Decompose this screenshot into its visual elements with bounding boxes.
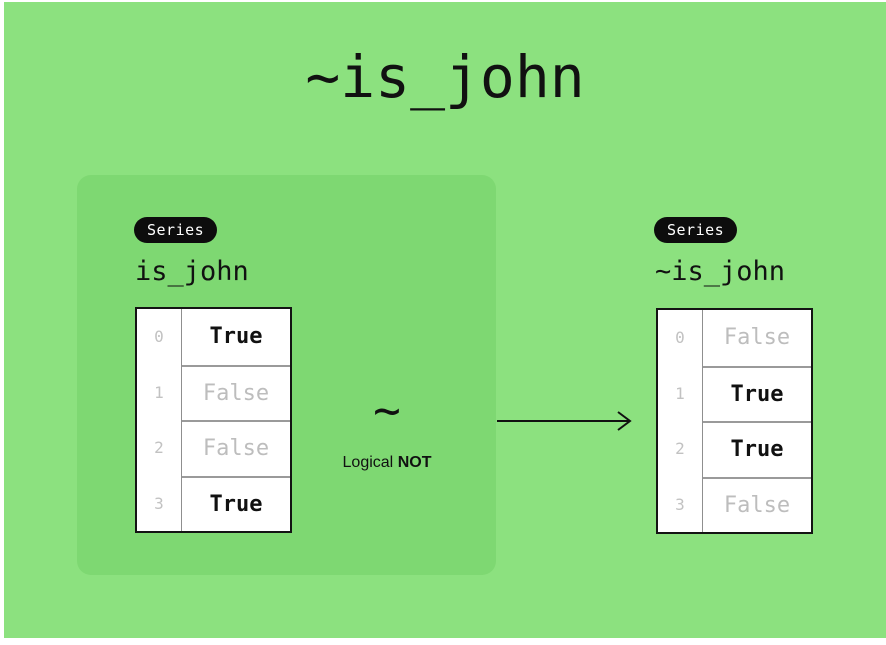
table-row: 1 False: [137, 364, 290, 421]
row-index: 3: [137, 475, 182, 531]
row-value: False: [182, 364, 290, 421]
flow-arrow-icon: [497, 411, 632, 431]
row-index: 1: [137, 364, 182, 420]
table-row: 2 False: [137, 420, 290, 476]
row-value: False: [723, 325, 791, 351]
table-row: 0 False: [658, 310, 811, 366]
row-value: False: [703, 476, 811, 533]
operator-caption-name: NOT: [397, 454, 432, 471]
page-title: ~is_john: [305, 43, 585, 111]
right-series-label: ~is_john: [655, 256, 786, 287]
row-value: False: [182, 420, 290, 476]
left-series-table: 0 True 1 False 2 False 3 True: [135, 307, 292, 533]
row-value: True: [703, 365, 811, 422]
right-series-badge: Series: [654, 217, 738, 243]
row-index: 2: [658, 421, 703, 477]
row-index: 0: [658, 310, 703, 366]
table-row: 2 True: [658, 421, 811, 477]
row-value: True: [209, 324, 263, 350]
operator-symbol: ~: [373, 383, 401, 437]
left-series-badge: Series: [134, 217, 218, 243]
table-row: 1 True: [658, 365, 811, 422]
row-index: 3: [658, 476, 703, 532]
operator-caption: Logical NOT: [287, 454, 487, 472]
row-index: 1: [658, 365, 703, 421]
diagram-canvas: ~is_john Series is_john 0 True 1 False 2…: [4, 2, 886, 638]
row-index: 2: [137, 420, 182, 476]
operator-caption-prefix: Logical: [342, 454, 398, 471]
row-index: 0: [137, 309, 182, 365]
left-series-label: is_john: [135, 256, 249, 287]
table-row: 3 False: [658, 476, 811, 533]
row-value: True: [703, 421, 811, 477]
row-value: True: [182, 475, 290, 532]
table-row: 3 True: [137, 475, 290, 532]
table-row: 0 True: [137, 309, 290, 365]
right-series-table: 0 False 1 True 2 True 3 False: [656, 308, 813, 534]
